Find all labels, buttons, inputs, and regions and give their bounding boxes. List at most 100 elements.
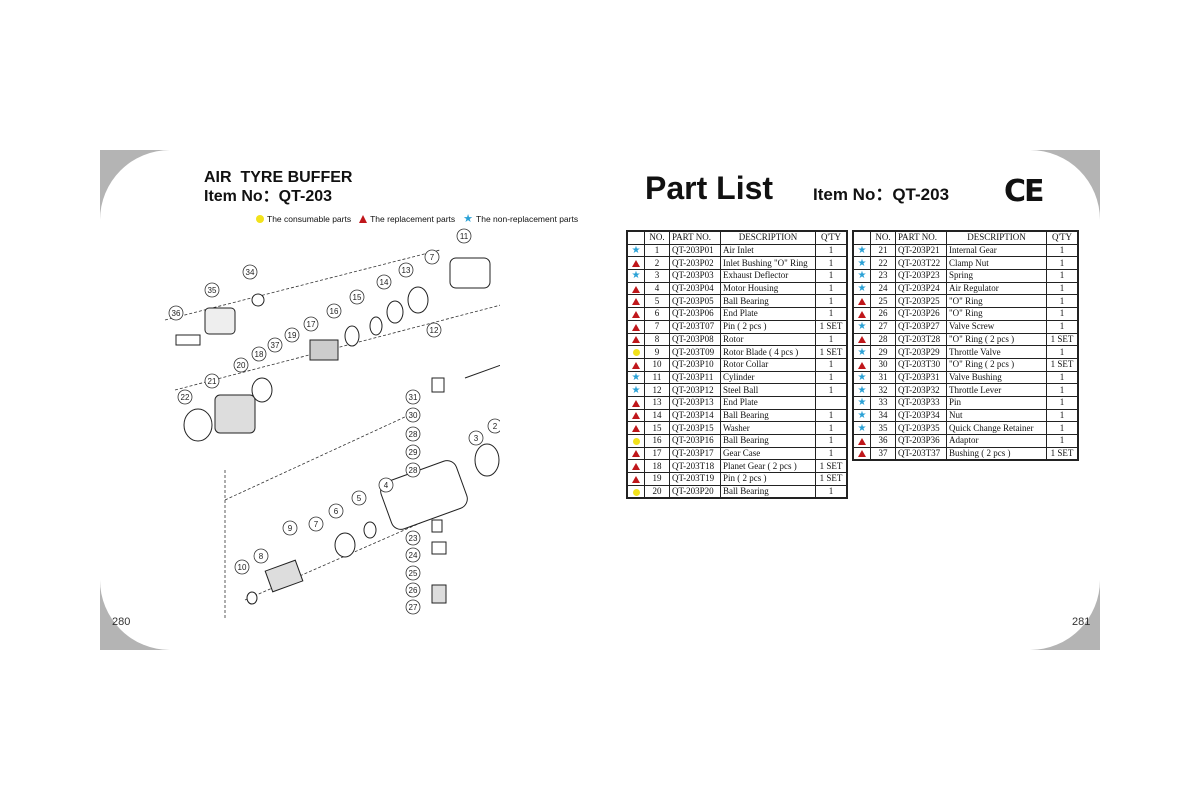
blue-star-icon: ★ (857, 409, 867, 421)
part-5-shape (363, 521, 377, 539)
part-code: QT-203T30 (895, 357, 947, 372)
part-quantity: 1 (1046, 345, 1079, 359)
part-description: Adaptor (946, 434, 1047, 448)
blue-star-icon: ★ (857, 384, 867, 396)
part-quantity: 1 (815, 294, 848, 309)
row-icon-cell (626, 357, 645, 372)
red-triangle-icon (359, 215, 368, 223)
row-icon-cell (626, 484, 645, 499)
part-code: QT-203P29 (895, 345, 947, 359)
part-description: End Plate (720, 395, 816, 410)
red-triangle-icon (632, 399, 640, 407)
part-code: QT-203P21 (895, 243, 947, 258)
left-page-number: 280 (112, 616, 131, 628)
callout-18: 18 (255, 350, 264, 359)
part-description: Planet Gear ( 2 pcs ) (720, 459, 816, 474)
row-icon-cell: ★ (626, 370, 645, 385)
header-description: DESCRIPTION (720, 230, 816, 245)
ce-mark-icon: CE (1004, 174, 1044, 209)
row-icon-cell (626, 434, 645, 448)
red-triangle-icon (632, 450, 640, 458)
part-number-index: 8 (644, 332, 670, 347)
part-code: QT-203T22 (895, 256, 947, 271)
row-icon-cell: ★ (626, 243, 645, 258)
part-number-index: 22 (870, 256, 896, 271)
red-triangle-icon (632, 298, 640, 306)
part-description: Washer (720, 421, 816, 435)
header-description: DESCRIPTION (946, 230, 1047, 245)
part-quantity: 1 (1046, 370, 1079, 385)
part-quantity: 1 (815, 243, 848, 258)
part-number-index: 3 (644, 269, 670, 283)
part-code: QT-203P27 (895, 319, 947, 334)
callout-23: 23 (409, 534, 418, 543)
part-number-index: 34 (870, 408, 896, 423)
part-description: Pin ( 2 pcs ) (720, 472, 816, 486)
part-code: QT-203P15 (669, 421, 721, 435)
header-part-no: PART NO. (669, 230, 721, 245)
part-description: Throttle Valve (946, 345, 1047, 359)
part-description: Ball Bearing (720, 408, 816, 423)
header-icon-col (852, 230, 871, 245)
part-quantity: 1 (815, 256, 848, 271)
part-quantity: 1 SET (1046, 332, 1079, 347)
callout-35: 35 (208, 286, 217, 295)
row-icon-cell (852, 294, 871, 309)
callout-14: 14 (380, 278, 389, 287)
part-quantity (815, 395, 848, 410)
legend-non-replacement: ★ The non-replacement parts (463, 214, 578, 225)
part-number-index: 4 (644, 281, 670, 296)
row-icon-cell (626, 408, 645, 423)
part-number-index: 37 (870, 446, 896, 461)
part-quantity: 1 (815, 332, 848, 347)
right-page-number: 281 (1072, 616, 1091, 628)
part-11-shape (449, 257, 491, 289)
red-triangle-icon (858, 298, 866, 306)
part-description: "O" Ring ( 2 pcs ) (946, 357, 1047, 372)
part-quantity: 1 (815, 421, 848, 435)
part-description: Inlet Bushing "O" Ring (720, 256, 816, 271)
part-number-index: 24 (870, 281, 896, 296)
part-3-shape (474, 443, 500, 477)
product-title: AIR TYRE BUFFER (204, 169, 353, 186)
part-quantity: 1 (1046, 243, 1079, 258)
red-triangle-icon (632, 425, 640, 433)
part-number-index: 35 (870, 421, 896, 435)
part-code: QT-203P13 (669, 395, 721, 410)
part-description: Throttle Lever (946, 383, 1047, 397)
part-quantity: 1 SET (1046, 357, 1079, 372)
part-list-title: Part List (645, 170, 774, 206)
part-quantity: 1 (1046, 408, 1079, 423)
row-icon-cell: ★ (852, 408, 871, 423)
callout-4: 4 (384, 481, 389, 490)
part-23-shape (431, 519, 443, 533)
red-triangle-icon (632, 323, 640, 331)
part-description: Clamp Nut (946, 256, 1047, 271)
part-27-shape (431, 584, 447, 604)
part-description: Gear Case (720, 446, 816, 461)
row-icon-cell (852, 434, 871, 448)
part-quantity: 1 (1046, 434, 1079, 448)
header-qty: Q'TY (815, 230, 848, 245)
part-8-shape (264, 559, 304, 593)
row-icon-cell (852, 307, 871, 321)
callout-20: 20 (237, 361, 246, 370)
callout-2: 2 (493, 422, 498, 431)
part-code: QT-203P20 (669, 484, 721, 499)
